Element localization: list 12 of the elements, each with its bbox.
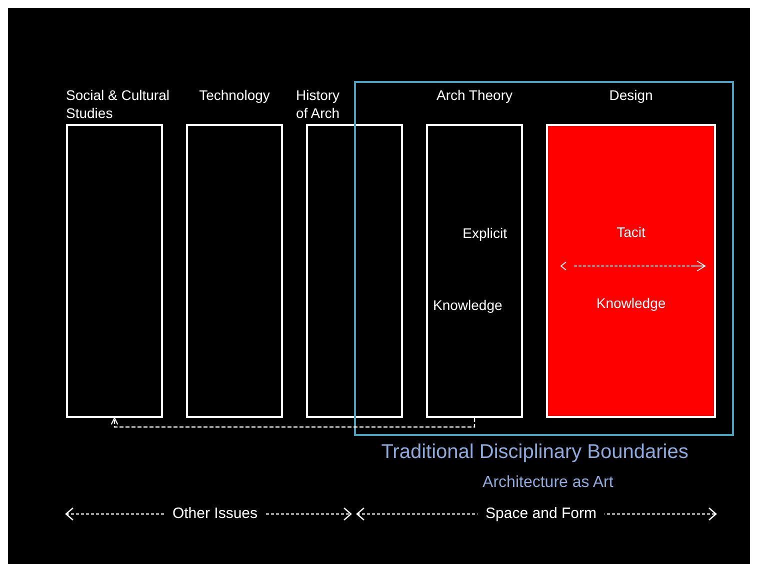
knowledge-label: Explicit (462, 224, 507, 242)
column-heading: History of Arch (296, 86, 341, 122)
range-label: Space and Form (478, 505, 604, 523)
boundary-subtitle: Architecture as Art (482, 473, 614, 493)
boundary-title: Traditional Disciplinary Boundaries (381, 440, 688, 464)
dashed-arrow (110, 417, 476, 428)
knowledge-label: Knowledge (596, 294, 666, 312)
column-heading: Arch Theory (436, 86, 514, 104)
column-heading: Social & Cultural Studies (66, 86, 170, 122)
knowledge-label: Tacit (616, 223, 646, 241)
column-heading: Design (608, 86, 654, 104)
knowledge-label: Knowledge (433, 296, 502, 314)
